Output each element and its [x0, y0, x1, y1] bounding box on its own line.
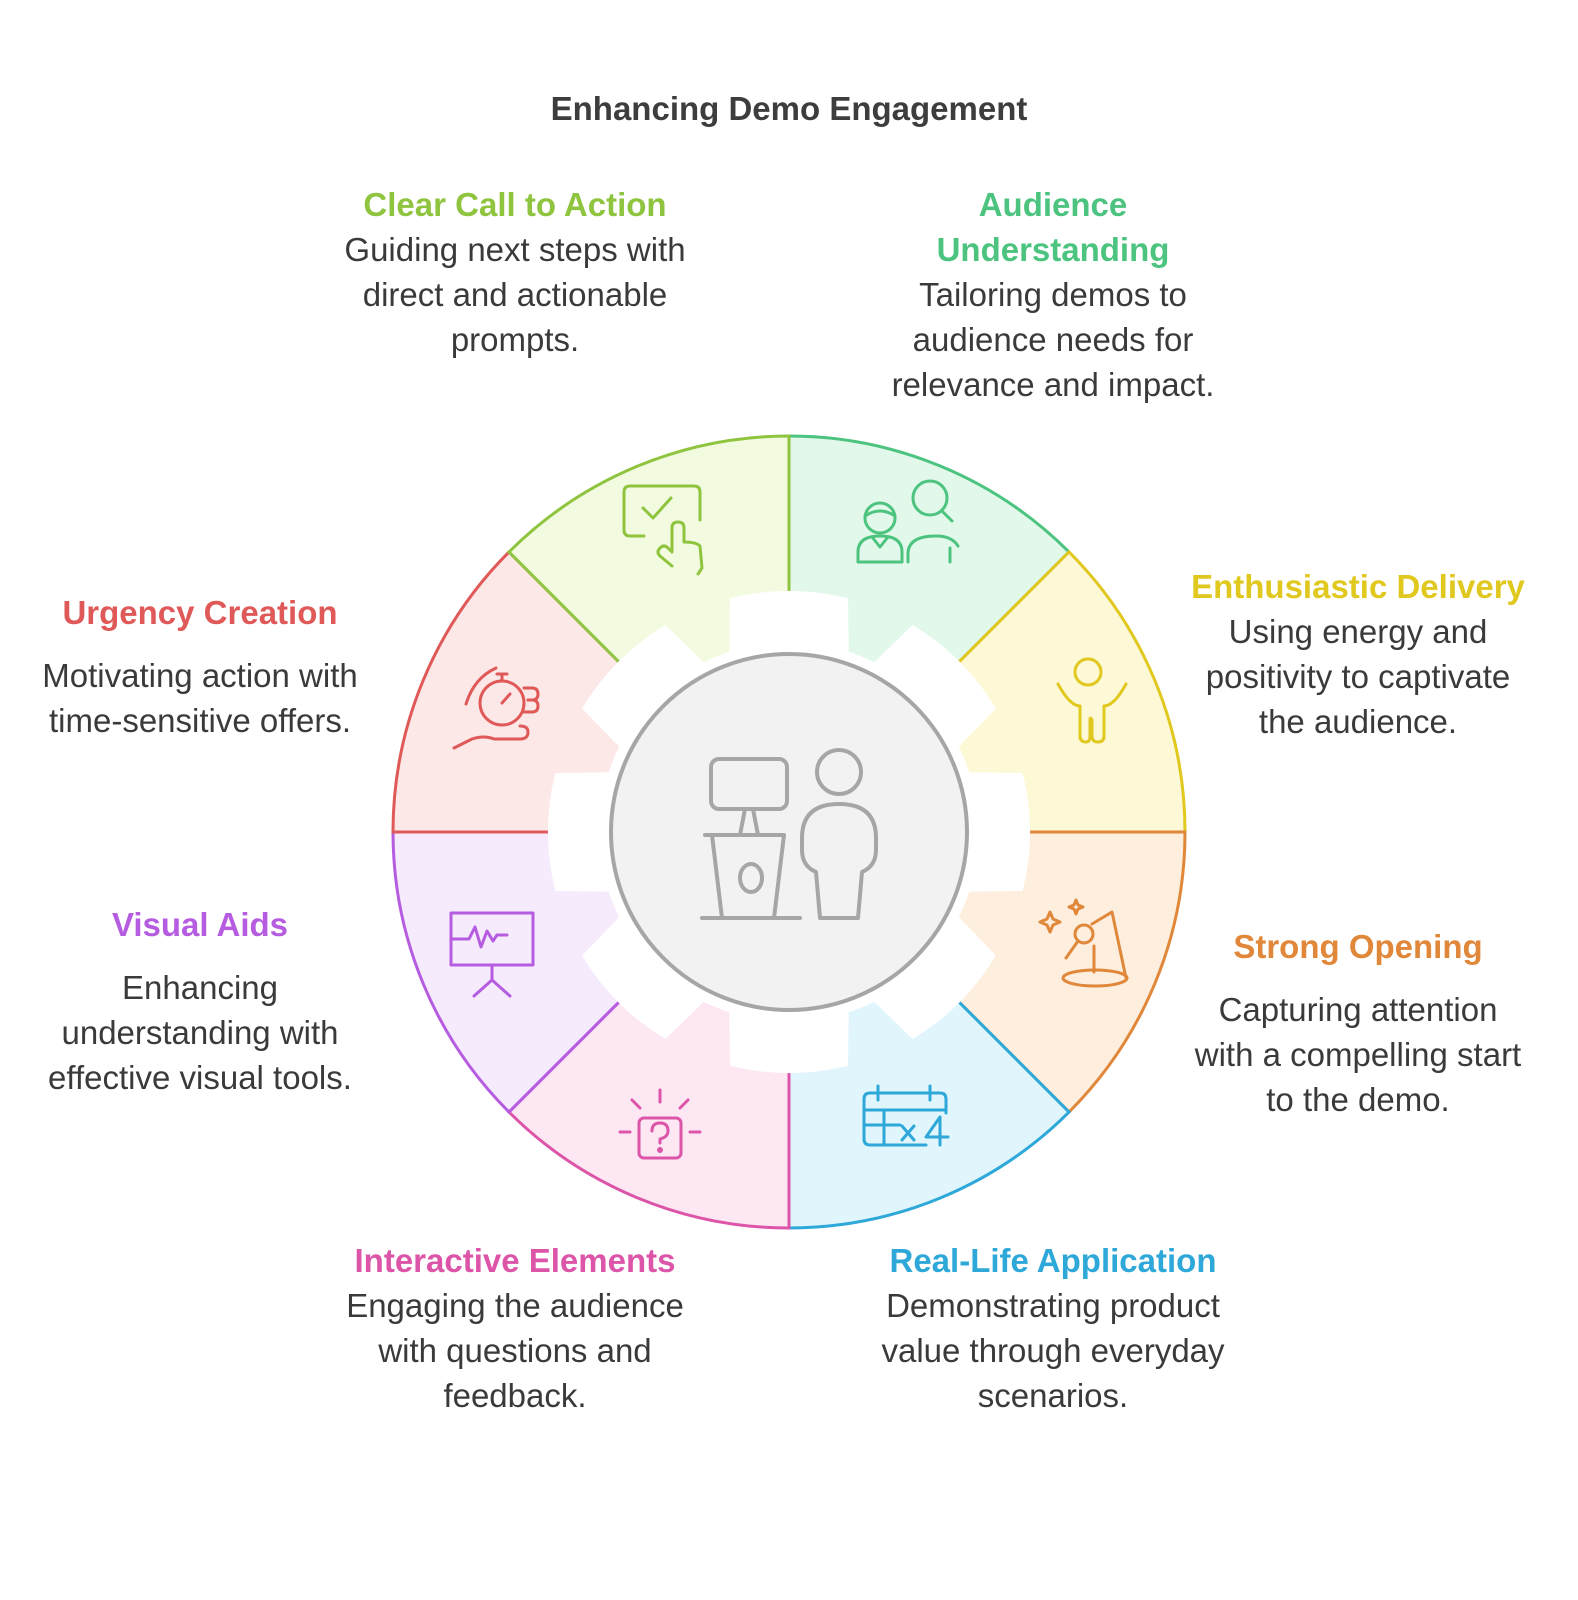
label-description: Capturing attention with a compelling st…: [1194, 991, 1522, 1118]
label-description: Guiding next steps with direct and actio…: [344, 231, 686, 358]
label-description: Engaging the audience with questions and…: [346, 1287, 684, 1414]
people-search-icon: [856, 479, 960, 564]
label-strong-opening: Strong Opening Capturing attention with …: [1188, 924, 1528, 1122]
microphone-spotlight-icon: [1038, 898, 1129, 988]
label-title: Audience Understanding: [936, 186, 1170, 268]
label-interactive-elements: Interactive Elements Engaging the audien…: [335, 1238, 695, 1418]
label-audience-understanding: Audience Understanding Tailoring demos t…: [873, 182, 1233, 407]
calendar-table-icon: [862, 1084, 950, 1147]
presentation-board-icon: [449, 911, 535, 998]
label-description: Enhancing understanding with effective v…: [48, 969, 352, 1096]
label-real-life-application: Real-Life Application Demonstrating prod…: [873, 1238, 1233, 1418]
label-urgency-creation: Urgency Creation Motivating action with …: [40, 590, 360, 743]
center-hub: [609, 652, 969, 1012]
label-title: Visual Aids: [111, 906, 289, 943]
label-description: Demonstrating product value through ever…: [881, 1287, 1225, 1414]
page-title: Enhancing Demo Engagement: [550, 90, 1028, 127]
label-title: Enthusiastic Delivery: [1191, 568, 1525, 605]
touch-checkmark-icon: [622, 484, 704, 576]
label-title: Urgency Creation: [62, 594, 338, 631]
presenter-at-podium-icon: [700, 748, 878, 920]
label-title: Real-Life Application: [889, 1242, 1217, 1279]
cheering-person-icon: [1056, 657, 1128, 744]
label-clear-call-to-action: Clear Call to Action Guiding next steps …: [335, 182, 695, 362]
label-title: Interactive Elements: [354, 1242, 676, 1279]
label-visual-aids: Visual Aids Enhancing understanding with…: [40, 902, 360, 1100]
label-description: Using energy and positivity to captivate…: [1205, 613, 1511, 740]
label-description: Motivating action with time-sensitive of…: [42, 657, 358, 739]
question-box-icon: [618, 1088, 702, 1160]
label-title: Clear Call to Action: [363, 186, 667, 223]
label-enthusiastic-delivery: Enthusiastic Delivery Using energy and p…: [1188, 564, 1528, 744]
hand-stopwatch-icon: [452, 666, 540, 750]
label-title: Strong Opening: [1233, 928, 1483, 965]
label-description: Tailoring demos to audience needs for re…: [891, 276, 1215, 403]
